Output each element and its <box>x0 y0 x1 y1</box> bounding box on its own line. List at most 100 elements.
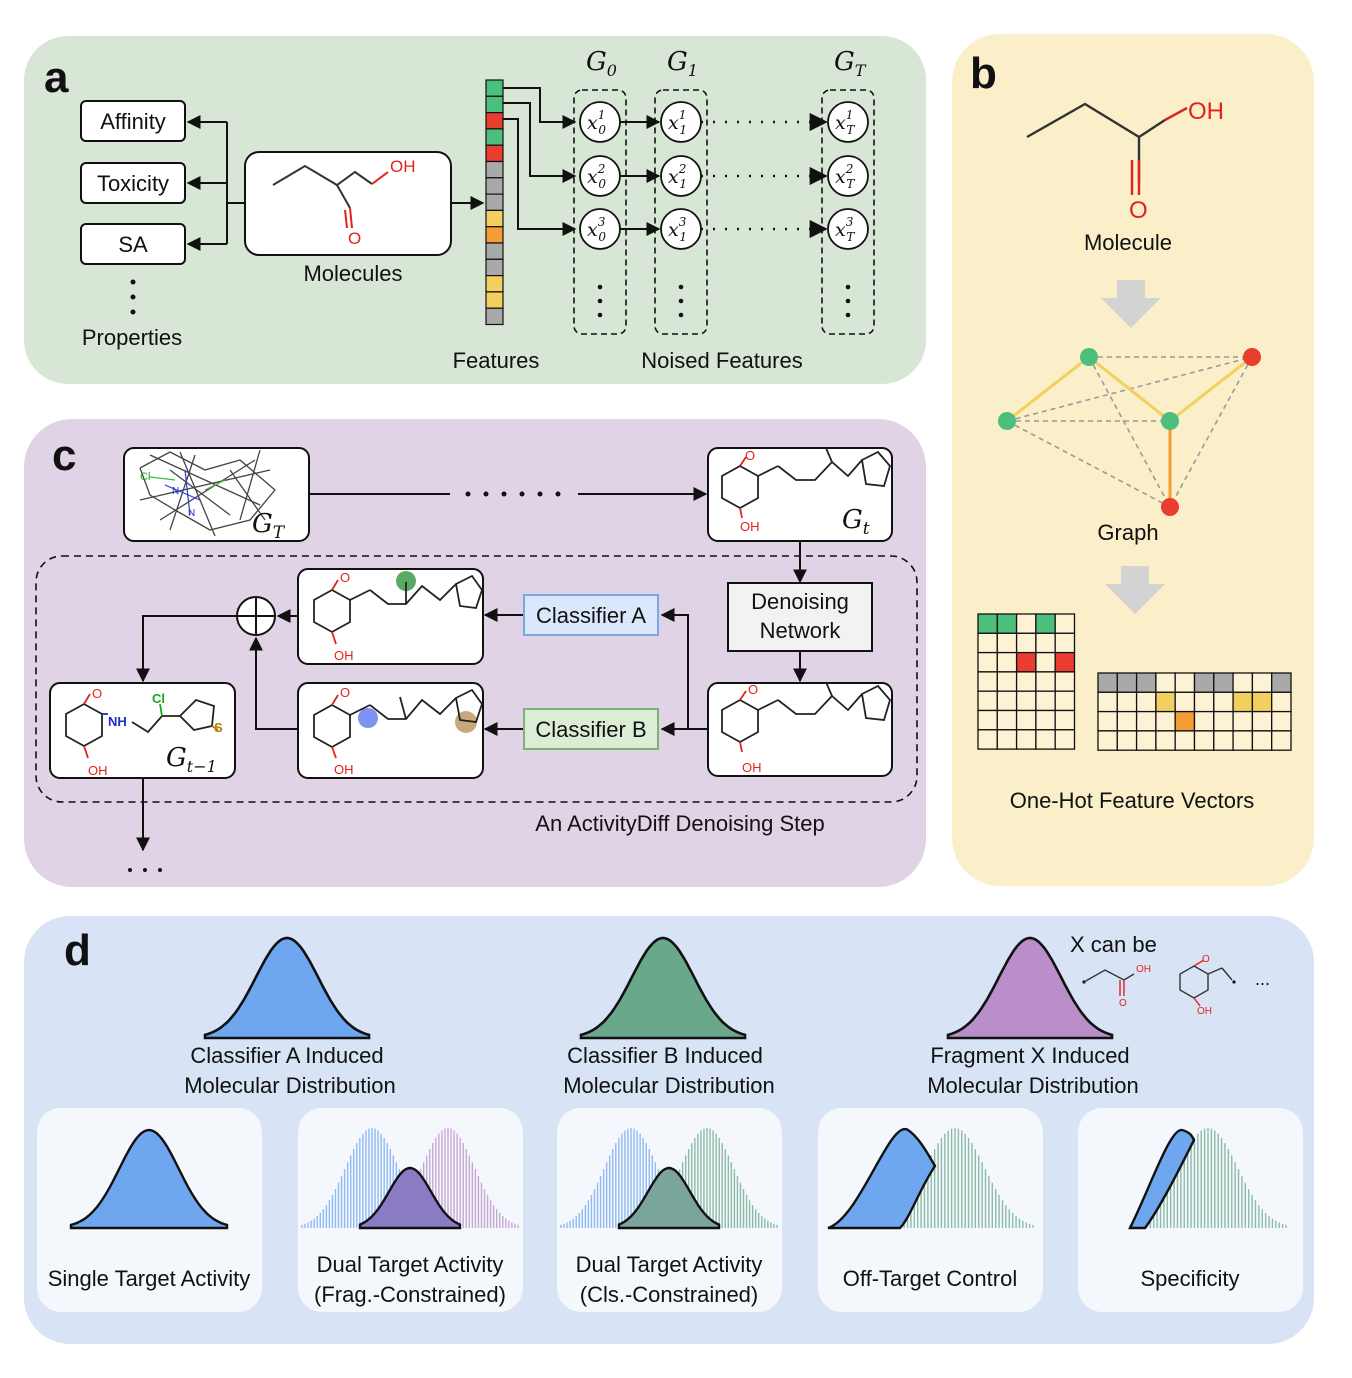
molecules-label: Molecules <box>303 261 402 286</box>
onehot-cell <box>1054 690 1076 712</box>
panel-c-label: c <box>52 431 76 480</box>
feature-cell <box>485 226 504 244</box>
onehot-cell <box>1054 613 1076 634</box>
onehot-cell <box>1155 710 1176 732</box>
scenario-card-title: Dual Target Activity <box>317 1252 504 1277</box>
column-ellipsis-dot <box>678 298 684 304</box>
gt-subscript: t−1 <box>187 757 217 776</box>
scenario-card-bg <box>818 1108 1043 1312</box>
onehot-cell <box>996 709 1018 731</box>
onehot-cell <box>977 690 998 712</box>
guided-b-o: O <box>340 685 350 700</box>
features-label: Features <box>453 348 540 373</box>
panel-b: b OH O Molecule <box>952 34 1314 886</box>
onehot-cell <box>977 671 998 692</box>
guided-molecule-a-box: O OH <box>297 568 484 665</box>
onehot-cell <box>977 709 998 731</box>
property-sa: SA <box>80 223 186 265</box>
onehot-cell <box>1174 710 1196 732</box>
guided-molecule-b-box: O OH <box>297 682 484 779</box>
sum-node-icon <box>236 596 276 636</box>
onehot-cell <box>1054 709 1076 731</box>
onehot-cell <box>1271 672 1292 693</box>
feature-cell <box>485 79 504 97</box>
gt-subscript: t <box>863 519 870 539</box>
scenario-card-subtitle: (Frag.-Constrained) <box>314 1282 506 1307</box>
gtm1-s: S <box>214 720 223 735</box>
graph-node <box>1161 412 1179 430</box>
guided-b-oh: OH <box>334 762 354 777</box>
molecule-box: OH O <box>244 151 452 256</box>
dist-x-label-1: Fragment X Induced <box>930 1043 1129 1068</box>
property-arrows <box>186 115 245 251</box>
onehot-cell <box>1213 710 1234 732</box>
gtm1-nh: NH <box>108 714 127 729</box>
trailing-ellipsis-dots <box>128 868 162 872</box>
svg-text:Gt: Gt <box>842 505 870 539</box>
onehot-cell <box>977 632 998 654</box>
gt-n-atom: N <box>188 508 195 519</box>
onehot-node-matrix <box>977 613 1076 750</box>
induced-distributions <box>203 936 1114 1040</box>
fragment-x-example-1: OH O <box>1082 964 1151 1009</box>
onehot-cell <box>1097 691 1118 713</box>
noise-column-frame <box>654 89 708 335</box>
property-affinity: Affinity <box>80 100 186 142</box>
column-ellipsis-dot <box>597 284 603 290</box>
gt-subscript: T <box>273 523 286 543</box>
noised-feature-node <box>827 208 869 250</box>
onehot-cell <box>1155 672 1176 693</box>
onehot-cell <box>1135 691 1157 713</box>
onehot-cell <box>1015 632 1037 654</box>
onehot-cell <box>1054 632 1076 654</box>
onehot-cell <box>1213 691 1234 713</box>
denoising-label-line2: Network <box>760 618 842 643</box>
onehot-cell <box>1135 672 1157 693</box>
onehot-cell <box>1015 729 1037 750</box>
onehot-cell <box>1097 710 1118 732</box>
sum-arrows <box>136 609 298 852</box>
onehot-cell <box>1116 691 1138 713</box>
property-sa-label: SA <box>118 232 148 257</box>
molecule-o: O <box>348 229 361 248</box>
graph-node <box>998 412 1016 430</box>
guided-a-oh: OH <box>334 648 354 663</box>
onehot-cell <box>1174 730 1196 751</box>
ellipsis-dots <box>465 491 561 497</box>
column-ellipsis-dot <box>678 284 684 290</box>
onehot-cell <box>1035 729 1056 750</box>
gt-minus-1-box: O NH Cl S OH Gt−1 <box>49 682 236 779</box>
column-ellipsis-dot <box>845 298 851 304</box>
noised-feature-node <box>827 155 869 197</box>
onehot-edge-matrix <box>1097 672 1292 751</box>
onehot-cell <box>1193 672 1215 693</box>
molecule-oh: OH <box>390 157 416 176</box>
onehot-cell <box>996 729 1018 750</box>
classifier-a-box: Classifier A <box>523 594 659 636</box>
frag2-o: O <box>1202 954 1210 965</box>
feature-cell <box>485 128 504 146</box>
graph-label: Graph <box>1097 520 1158 545</box>
onehot-cell <box>996 613 1018 634</box>
onehot-cell <box>1155 691 1176 713</box>
gt-symbol: G <box>166 743 187 773</box>
feature-arrows <box>503 87 577 236</box>
onehot-cell <box>1251 672 1273 693</box>
scenario-card-subtitle: (Cls.-Constrained) <box>580 1282 759 1307</box>
scenario-card-title: Off-Target Control <box>843 1266 1017 1291</box>
onehot-cell <box>1135 730 1157 751</box>
gt-o-atom: O <box>745 448 755 463</box>
highlight-site <box>455 711 477 733</box>
onehot-cell <box>1116 710 1138 732</box>
induced-distribution-curve <box>579 936 747 1040</box>
dist-a-label-2: Molecular Distribution <box>184 1073 396 1098</box>
fragment-x-example-2: O OH <box>1179 954 1236 1017</box>
denoised-oh-atom: OH <box>742 760 762 775</box>
gtm1-o: O <box>92 686 102 701</box>
